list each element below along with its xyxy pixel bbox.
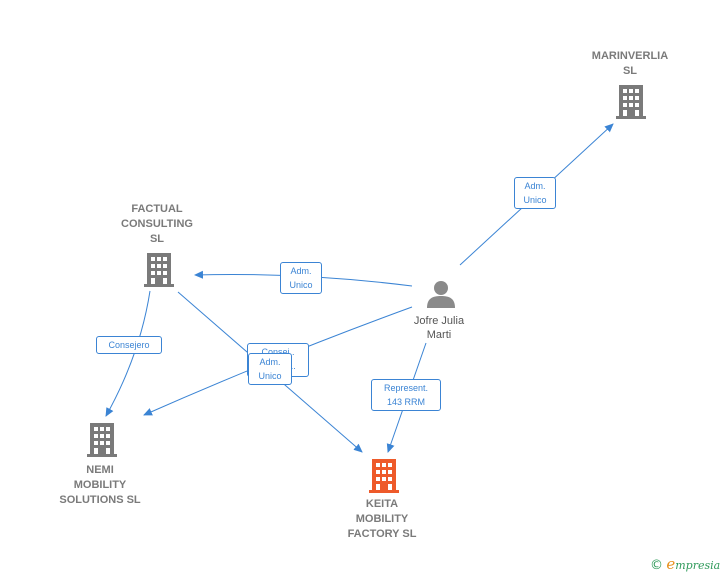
node-line: MARINVERLIA	[591, 50, 669, 62]
edge-line: Consejero	[108, 340, 150, 350]
edge-line: Adm.	[524, 181, 546, 191]
edge-label-adm-factual[interactable]: Adm. Unico	[280, 262, 322, 294]
edge-line: Unico	[258, 371, 282, 381]
person-icon	[427, 281, 455, 308]
edge-label-adm-marinverlia[interactable]: Adm. Unico	[514, 177, 556, 209]
edge-label-adm-nemi[interactable]: Adm. Unico	[248, 353, 292, 385]
node-label-marinverlia[interactable]: MARINVERLIA SL	[580, 49, 680, 79]
node-line: MOBILITY	[355, 513, 409, 525]
node-line: MOBILITY	[73, 479, 127, 491]
node-line: NEMI	[86, 464, 114, 476]
node-line: KEITA	[365, 498, 399, 510]
edges	[105, 123, 614, 453]
edge-line: Adm.	[259, 357, 281, 367]
node-label-keita[interactable]: KEITA MOBILITY FACTORY SL	[332, 497, 432, 542]
edge-line: Adm.	[290, 266, 312, 276]
building-icon-marinverlia	[616, 85, 646, 119]
edge-line: 143 RRM	[386, 397, 425, 407]
building-icon-factual	[144, 253, 174, 287]
node-label-jofre[interactable]: Jofre Julia Marti	[394, 314, 484, 342]
node-line: FACTUAL	[131, 203, 183, 215]
edge-line: Unico	[289, 280, 313, 290]
edge-line: Unico	[523, 195, 547, 205]
node-line: CONSULTING	[121, 218, 193, 230]
node-line: SL	[149, 233, 165, 245]
building-icon-nemi	[87, 423, 117, 457]
copyright-icon: ©	[650, 558, 663, 573]
node-label-nemi[interactable]: NEMI MOBILITY SOLUTIONS SL	[45, 463, 155, 508]
edge-label-represent-keita[interactable]: Represent. 143 RRM	[371, 379, 441, 411]
node-line: Marti	[426, 329, 452, 341]
edge-line: Consej..	[261, 347, 295, 357]
building-icon-keita	[369, 459, 399, 493]
node-line: SL	[622, 65, 638, 77]
node-line: SOLUTIONS SL	[59, 494, 141, 506]
edge-factual-nemi	[105, 290, 151, 417]
edge-line: Represent.	[383, 383, 429, 393]
node-line: FACTORY SL	[347, 528, 417, 540]
node-line: Jofre Julia	[413, 315, 465, 327]
brand-initial: e	[666, 555, 676, 573]
brand-logo: © empresia	[650, 555, 720, 573]
brand-name: mpresia	[675, 559, 721, 572]
node-label-factual[interactable]: FACTUAL CONSULTING SL	[107, 202, 207, 247]
edge-label-consejero-nemi[interactable]: Consejero	[96, 336, 162, 354]
